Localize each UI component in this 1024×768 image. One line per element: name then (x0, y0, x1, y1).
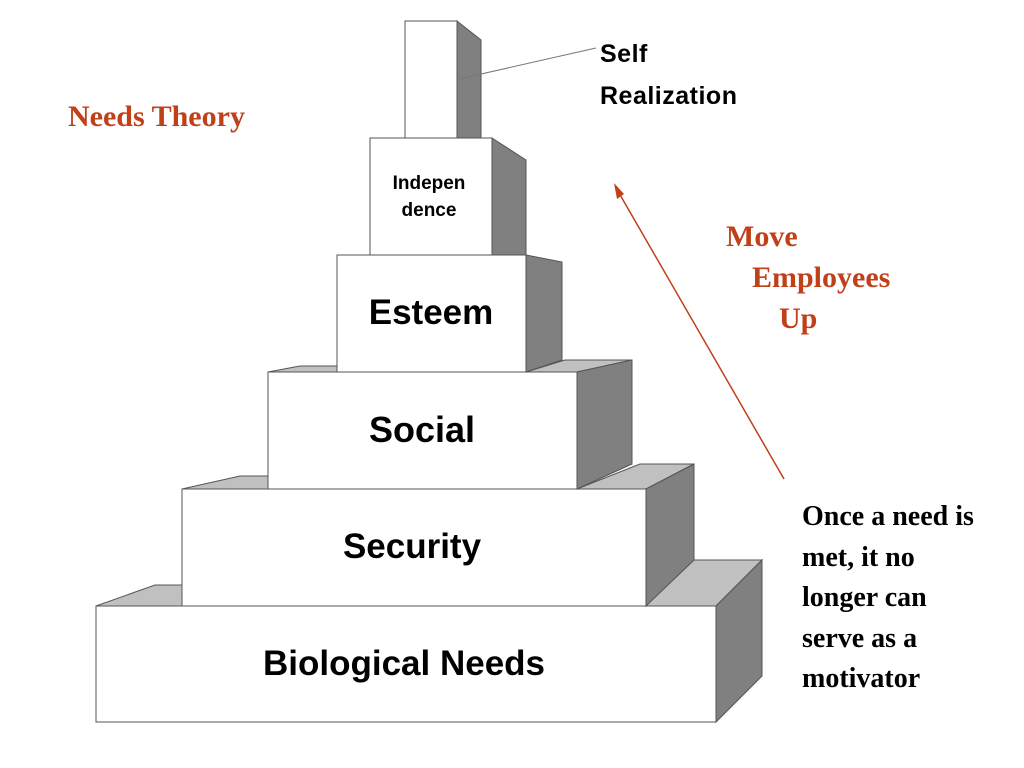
pyramid-level-independence: Indepen dence (369, 137, 527, 256)
level-top-face (95, 584, 183, 607)
level-label: Biological Needs (263, 644, 545, 683)
level-label: Esteem (369, 293, 494, 332)
pyramid-level-social: Social (267, 359, 633, 490)
slide-title: Needs Theory (68, 100, 245, 133)
level-front-face (267, 371, 578, 490)
level-side-face (491, 137, 527, 256)
self-realization-label-line-1: Self (600, 40, 648, 68)
pyramid-level-esteem: Esteem (336, 254, 563, 373)
motivation-note: Once a need is met, it no longer can ser… (802, 501, 974, 694)
level-top-face (181, 475, 269, 490)
arrow-label-line-2: Employees (752, 261, 891, 294)
pyramid-level-biological-needs: Biological Needs (95, 558, 764, 724)
callout-leader-line (458, 47, 597, 80)
level-front-face (369, 137, 493, 256)
arrow-label-line-1: Move (726, 220, 798, 253)
level-top-face (267, 365, 338, 373)
level-label: Indepen (393, 173, 466, 194)
pyramid-level-security: Security (181, 463, 695, 608)
level-label: Social (369, 409, 475, 450)
level-front-face (404, 20, 458, 139)
level-side-face (456, 19, 482, 139)
level-label: Security (343, 527, 482, 566)
level-side-face (576, 359, 633, 490)
move-up-arrow (614, 183, 785, 480)
self-realization-label-line-2: Realization (600, 82, 738, 110)
level-side-face (525, 254, 563, 373)
level-front-face (181, 488, 647, 607)
pyramid-level-self-realization (404, 19, 482, 139)
arrow-label-line-3: Up (779, 302, 818, 335)
level-label: dence (402, 200, 457, 221)
level-front-face (336, 254, 527, 373)
